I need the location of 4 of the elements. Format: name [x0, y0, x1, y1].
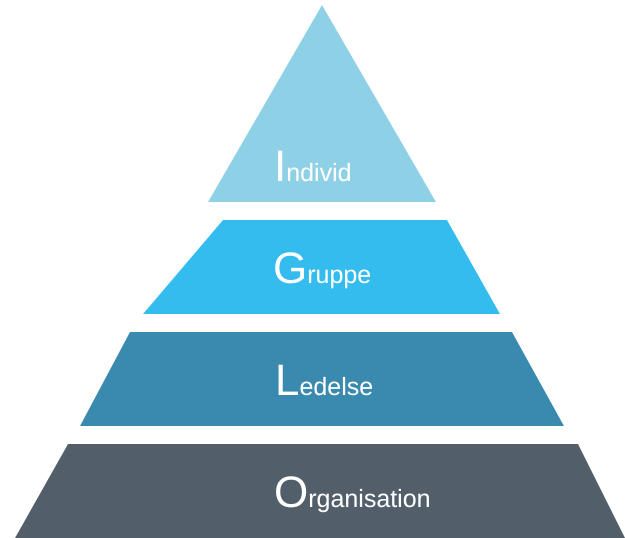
tier-label: Organisation — [274, 471, 431, 515]
tier-label: Gruppe — [273, 247, 372, 291]
tier-label: Individ — [274, 145, 352, 189]
tier-label: Ledelse — [275, 359, 374, 403]
